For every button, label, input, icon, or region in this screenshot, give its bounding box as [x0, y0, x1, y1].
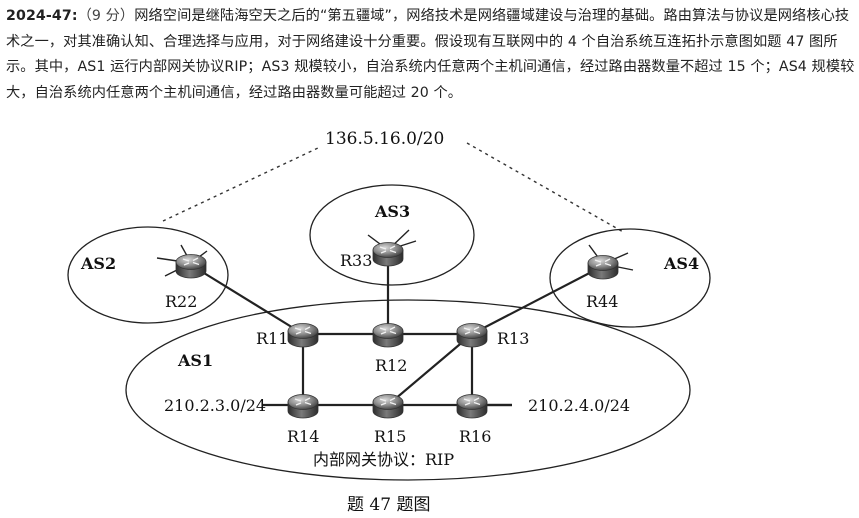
- figure-caption: 题 47 题图: [347, 495, 430, 515]
- router-r12-label: R12: [375, 356, 407, 375]
- as1-label: AS1: [177, 351, 213, 370]
- router-r16-label: R16: [459, 427, 491, 446]
- router-r22-label: R22: [165, 292, 197, 311]
- question-score: （9 分）: [77, 8, 135, 24]
- router-r13-label: R13: [497, 329, 529, 348]
- subnet-right-label: 210.2.4.0/24: [528, 396, 630, 415]
- router-r16-icon: [456, 393, 488, 419]
- as4-boundary: [549, 228, 711, 328]
- question-body: 网络空间是继陆海空天之后的“第五疆域”，网络技术是网络疆域建设与治理的基础。路由…: [6, 8, 855, 101]
- router-r44-label: R44: [586, 292, 618, 311]
- router-r14-label: R14: [287, 427, 319, 446]
- router-r11-icon: [287, 322, 319, 348]
- as1-boundary: [125, 299, 691, 481]
- router-r15-label: R15: [374, 427, 406, 446]
- protocol-label: 内部网关协议：RIP: [313, 450, 454, 469]
- router-r12-icon: [372, 322, 404, 348]
- subnet-left-label: 210.2.3.0/24: [164, 396, 266, 415]
- as3-label: AS3: [374, 202, 410, 221]
- question-text: 2024-47:（9 分）网络空间是继陆海空天之后的“第五疆域”，网络技术是网络…: [6, 4, 856, 106]
- dashed-link-as2: [162, 147, 319, 222]
- as2-boundary: [67, 226, 229, 324]
- router-r33-label: R33: [340, 251, 372, 270]
- router-r22-icon: [175, 253, 207, 279]
- router-r15-icon: [372, 393, 404, 419]
- as2-label: AS2: [80, 254, 116, 273]
- router-r44-icon: [587, 254, 619, 280]
- router-r13-icon: [456, 322, 488, 348]
- router-r33-icon: [372, 241, 404, 267]
- as3-boundary: [309, 184, 475, 286]
- prefix-label: 136.5.16.0/20: [325, 129, 444, 149]
- dashed-link-as4: [466, 142, 626, 234]
- as4-label: AS4: [663, 254, 699, 273]
- router-r14-icon: [287, 393, 319, 419]
- router-r11-label: R11: [256, 329, 288, 348]
- question-number: 2024-47:: [6, 8, 78, 24]
